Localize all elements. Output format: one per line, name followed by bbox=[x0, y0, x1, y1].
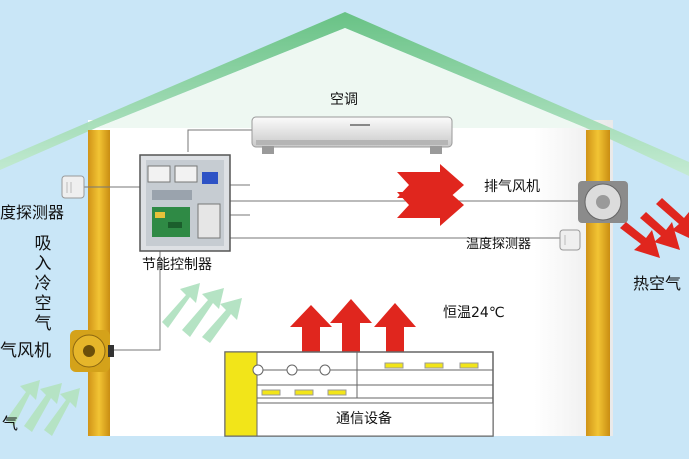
right-wall-column bbox=[586, 130, 610, 436]
temp-sensor-left-label: 度探测器 bbox=[0, 203, 65, 222]
temp-sensor-right bbox=[559, 229, 581, 251]
controller-label: 节能控制器 bbox=[142, 257, 212, 273]
constant-temp-label: 恒温24℃ bbox=[443, 305, 505, 321]
hot-air-arrows bbox=[620, 198, 689, 258]
roof bbox=[0, 12, 689, 176]
intake-fan-unit bbox=[70, 330, 114, 372]
intake-arrows-outside bbox=[6, 380, 80, 436]
bottom-left-label: 气 bbox=[2, 414, 19, 433]
intake-arrows-room bbox=[162, 283, 242, 343]
temp-sensor-right-label: 温度探测器 bbox=[466, 237, 532, 252]
exhaust-fan-label: 排气风机 bbox=[484, 179, 540, 195]
ac-label: 空调 bbox=[330, 92, 358, 108]
left-wall-column bbox=[88, 130, 110, 436]
exhaust-fan-unit bbox=[578, 181, 628, 223]
intake-fan-label: 气风机 bbox=[0, 341, 51, 361]
hot-air-label: 热空气 bbox=[633, 274, 682, 293]
energy-saving-controller bbox=[139, 154, 231, 252]
equipment-label: 通信设备 bbox=[336, 411, 392, 427]
intake-cold-air-label: 吸入冷空气 bbox=[34, 234, 52, 334]
rising-heat-arrows bbox=[290, 299, 416, 352]
temp-sensor-left bbox=[61, 175, 85, 199]
control-wiring bbox=[84, 129, 580, 351]
exhaust-arrows bbox=[397, 164, 464, 226]
communication-equipment bbox=[224, 351, 494, 437]
air-conditioner bbox=[251, 116, 453, 154]
